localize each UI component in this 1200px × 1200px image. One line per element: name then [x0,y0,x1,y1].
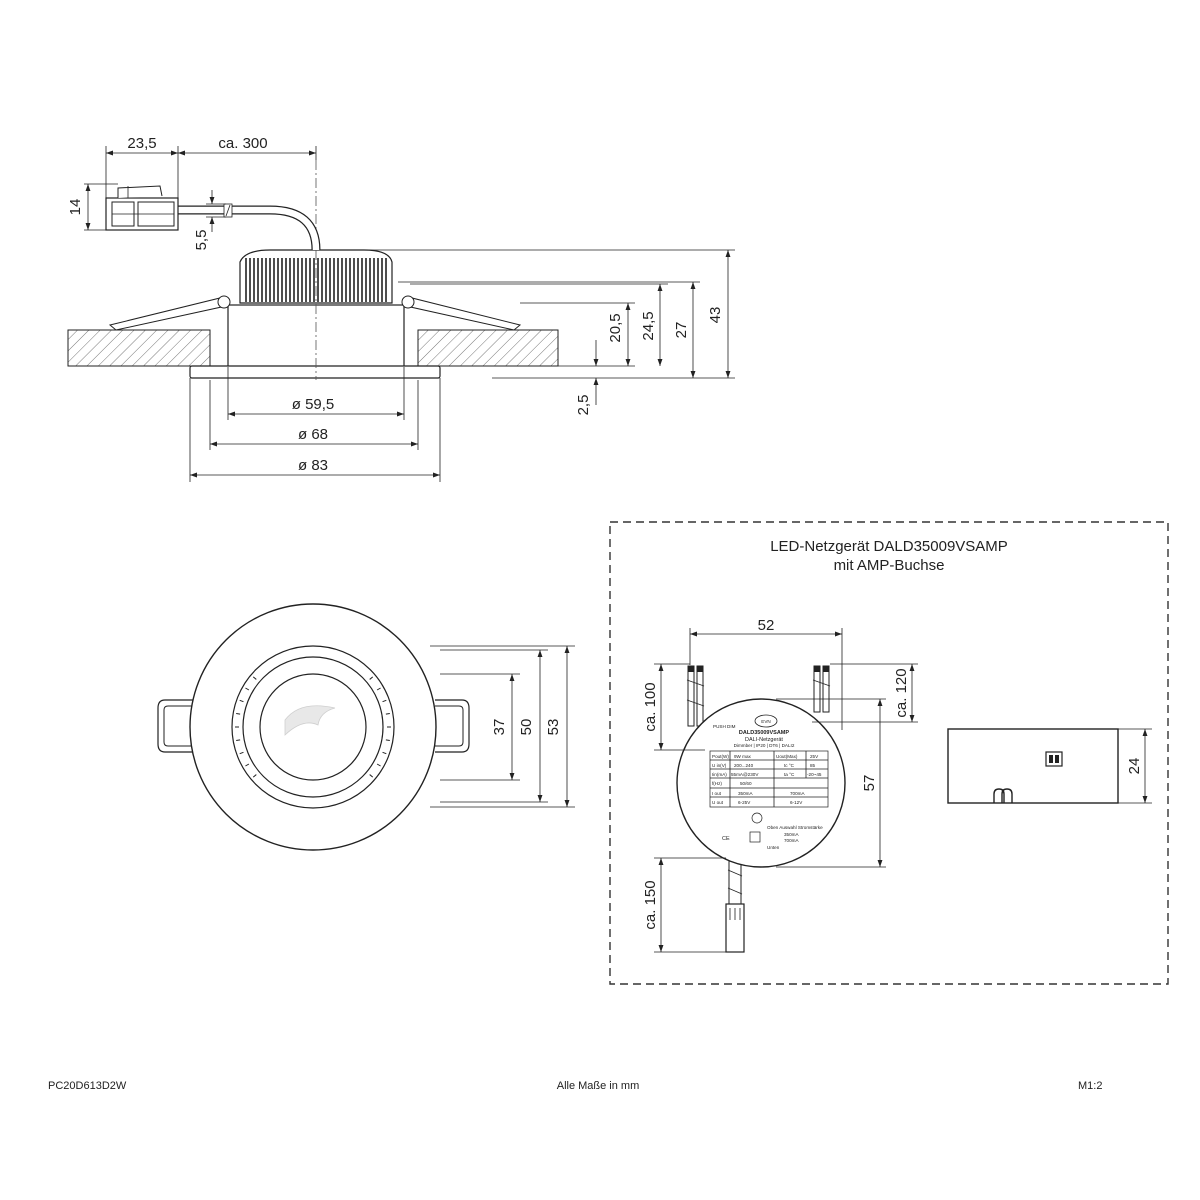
spring-clip-right [401,295,522,331]
amp-connector [105,185,179,231]
clip-tab-left [157,699,195,753]
dim-driver-height: 57 [861,775,878,792]
dim-bezel-diameter: ø 83 [298,457,328,474]
dim-cable-diameter: 5,5 [193,230,210,251]
lens [259,673,367,781]
svg-text:Iin(mA): Iin(mA) [712,772,727,777]
dim-bottom-wire: ca. 150 [642,880,659,929]
dim-front-53: 53 [545,719,562,736]
svg-text:tc °C: tc °C [784,763,795,768]
dim-height-27: 27 [673,322,690,339]
svg-text:ta °C: ta °C [784,772,795,777]
dim-driver-depth: 24 [1126,758,1143,775]
front-view: 37 50 53 [157,603,575,851]
side-view: 23,5 ca. 300 14 5,5 43 27 24,5 20,5 2,5 [67,135,735,482]
svg-text:200...240: 200...240 [734,763,754,768]
svg-text:55mA@230V: 55mA@230V [731,772,759,777]
svg-text:Pout(W): Pout(W) [712,754,729,759]
label-select-title: Oben Auswahl Stromstärke [767,825,823,830]
spec-table: Pout(W) 9W max Uout(Max) 25V U in(V) 200… [709,750,829,808]
dim-cable-length: ca. 300 [218,135,267,152]
svg-text:9W max: 9W max [734,754,752,759]
driver-side-profile [947,728,1119,804]
svg-text:EVN: EVN [761,719,770,724]
svg-text:25V: 25V [810,754,819,759]
part-number: PC20D613D2W [48,1080,127,1092]
dim-connector-height: 14 [67,199,84,216]
svg-text:U in(V): U in(V) [712,763,727,768]
svg-text:U out: U out [712,800,724,805]
dim-front-37: 37 [491,719,508,736]
label-push-dim: PUSH DIM [713,724,736,729]
dim-height-24-5: 24,5 [640,311,657,340]
svg-text:6-25V: 6-25V [738,800,751,805]
svg-text:85: 85 [810,763,816,768]
label-model: DALD35009VSAMP [739,730,789,736]
units-note: Alle Maße in mm [557,1080,640,1092]
driver-frame [609,521,1169,985]
dim-wire-out: ca. 120 [893,668,910,717]
scale: M1:2 [1078,1080,1102,1092]
dim-front-50: 50 [518,719,535,736]
label-select-bottom: Unten [767,845,780,850]
ceiling-right [417,329,559,367]
bezel-flange [189,365,441,379]
svg-text:50/60: 50/60 [740,781,752,786]
dim-total-height: 43 [707,307,724,324]
svg-text:Uout(Max): Uout(Max) [776,754,798,759]
svg-text:6-12V: 6-12V [790,800,803,805]
clip-tab-right [435,699,470,753]
svg-text:I out: I out [712,791,722,796]
dim-wire-in: ca. 100 [642,682,659,731]
label-features: Dimmber | IP20 | DT6 | DALI2 [734,743,795,748]
svg-text:f(Hz): f(Hz) [712,781,722,786]
label-type: DALI-Netzgerät [745,737,783,743]
label-select-700: 700mA [784,838,799,843]
label-select-350: 350mA [784,832,799,837]
svg-text:700mA: 700mA [790,791,805,796]
svg-text:350mA: 350mA [738,791,753,796]
svg-text:-20~45: -20~45 [807,772,822,777]
spring-clip-left [108,295,231,331]
dim-body-diameter: ø 68 [298,426,328,443]
output-cable [725,857,745,953]
dim-driver-width: 52 [758,617,775,634]
ceiling-left [67,329,211,367]
dim-flange-thickness: 2,5 [575,395,592,416]
label-ce: CE [722,836,730,842]
driver-title: LED-Netzgerät DALD35009VSAMP [770,538,1008,555]
footer: PC20D613D2W Alle Maße in mm M1:2 [48,1080,1102,1092]
input-wires [686,665,705,727]
logo [754,714,778,728]
dim-cutout-diameter: ø 59,5 [292,396,335,413]
driver-subtitle: mit AMP-Buchse [834,557,945,574]
dim-height-20-5: 20,5 [607,313,624,342]
driver-box: LED-Netzgerät DALD35009VSAMP mit AMP-Buc… [609,521,1169,985]
dim-connector-length: 23,5 [127,135,156,152]
output-wires [812,665,831,713]
